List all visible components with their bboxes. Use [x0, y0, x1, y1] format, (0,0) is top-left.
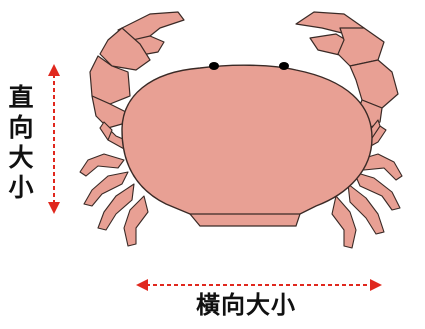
vertical-size-label: 直向大小	[7, 83, 35, 203]
left-eye	[209, 62, 219, 70]
crab-abdomen	[190, 214, 300, 226]
horizontal-size-label: 橫向大小	[196, 290, 296, 320]
vertical-arrow	[48, 64, 60, 214]
crab-shell	[122, 65, 372, 222]
right-eye	[279, 62, 289, 70]
